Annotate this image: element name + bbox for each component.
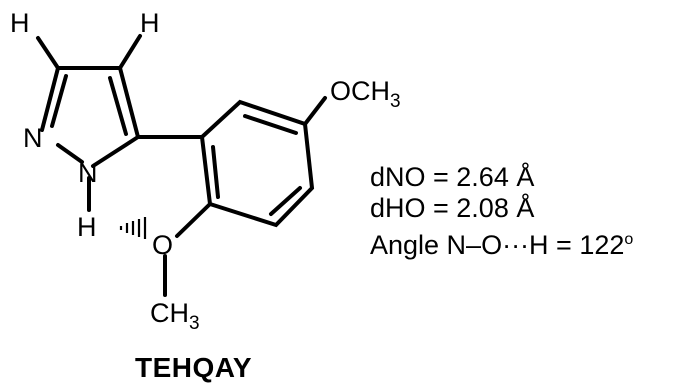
atom-h-right: H	[140, 8, 160, 38]
atom-h-bonded: H	[77, 212, 97, 242]
atom-n-h: N	[78, 158, 98, 188]
angle-label: Angle N–O···H = 122o	[370, 224, 633, 261]
atom-n-ring: N	[23, 123, 43, 153]
degree-symbol: o	[624, 231, 634, 248]
pyrazole-ring	[36, 34, 142, 212]
distance-ho-label: dHO = 2.08 Å	[370, 193, 535, 223]
benzene-ring	[136, 96, 327, 297]
atom-h-left: H	[10, 8, 30, 38]
compound-caption: TEHQAY	[135, 352, 253, 383]
angle-value: Angle N–O···H = 122	[370, 230, 625, 260]
distance-no-label: dNO = 2.64 Å	[370, 162, 535, 192]
atom-o-ether: O	[152, 230, 173, 260]
methoxy-group-label: OCH3	[330, 76, 401, 112]
methyl-group-label: CH3	[150, 298, 200, 334]
hydrogen-bond-hash	[119, 217, 147, 239]
